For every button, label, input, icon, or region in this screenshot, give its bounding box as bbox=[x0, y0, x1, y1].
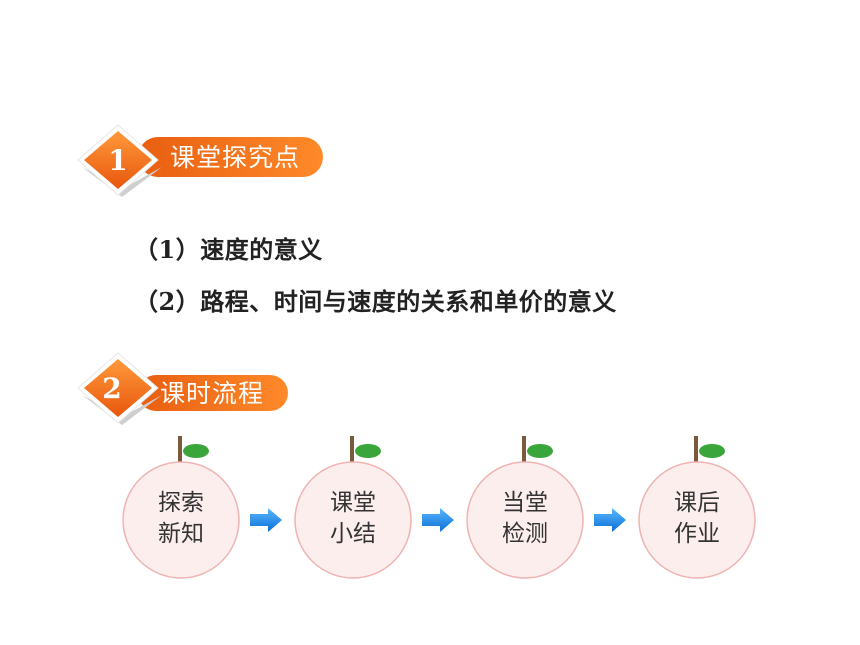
section-title: 课堂探究点 bbox=[170, 143, 301, 172]
flow-step: 课堂 小结 bbox=[293, 430, 413, 580]
section-header-key-points: 1 课堂探究点 bbox=[77, 124, 338, 205]
peach-icon bbox=[122, 436, 240, 579]
lesson-flow: 探索 新知 课堂 小结 当堂 检测 bbox=[0, 430, 860, 590]
section-title: 课时流程 bbox=[160, 379, 265, 408]
arrow-right-icon bbox=[250, 508, 282, 532]
section-header-shape bbox=[77, 352, 288, 425]
key-points-list: （1）速度的意义 （2）路程、时间与速度的关系和单价的意义 bbox=[134, 224, 617, 328]
flow-step-label: 探索 新知 bbox=[158, 490, 204, 547]
arrow-right-icon bbox=[422, 508, 454, 532]
section-header-lesson-flow: 2 课时流程 bbox=[77, 352, 338, 433]
peach-icon bbox=[638, 436, 756, 579]
section-number-badge: 2 bbox=[102, 371, 122, 405]
flow-step-label: 课后 作业 bbox=[674, 490, 720, 547]
key-point-item: （1）速度的意义 bbox=[134, 235, 323, 264]
section-number-badge: 1 bbox=[108, 143, 128, 177]
section-header-shape bbox=[77, 124, 323, 197]
arrow-right-icon bbox=[594, 508, 626, 532]
flow-step: 课后 作业 bbox=[637, 430, 757, 580]
flow-step-label: 当堂 检测 bbox=[502, 490, 548, 547]
key-point-item: （2）路程、时间与速度的关系和单价的意义 bbox=[134, 287, 617, 316]
peach-icon bbox=[466, 436, 584, 579]
flow-step-label: 课堂 小结 bbox=[330, 490, 376, 547]
peach-icon bbox=[294, 436, 412, 579]
flow-step: 当堂 检测 bbox=[465, 430, 585, 580]
flow-step: 探索 新知 bbox=[121, 430, 241, 580]
